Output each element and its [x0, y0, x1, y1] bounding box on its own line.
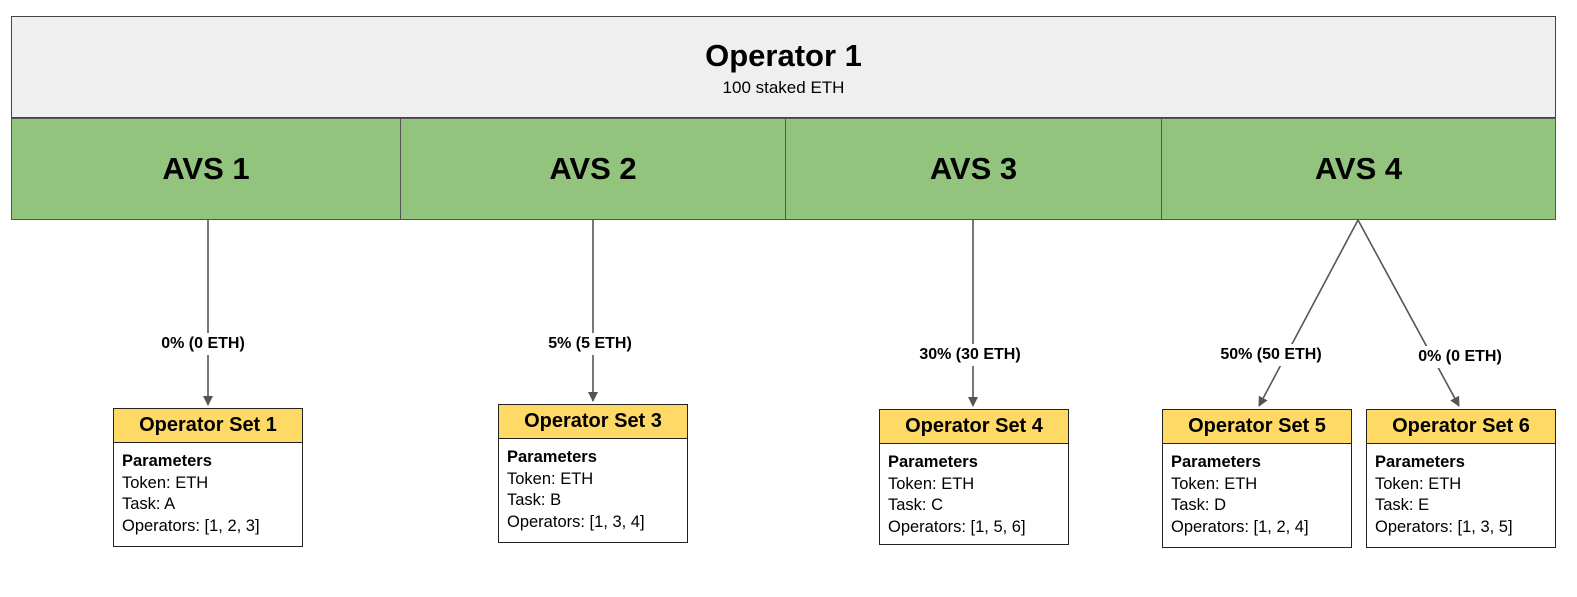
param-token: Token: ETH	[1375, 474, 1462, 493]
param-operators: Operators: [1, 3, 5]	[1375, 517, 1513, 536]
operator-set-3: Operator Set 3 Parameters Token: ETH Tas…	[498, 404, 688, 543]
allocation-label-opset6: 0% (0 ETH)	[1414, 346, 1506, 368]
param-operators: Operators: [1, 2, 4]	[1171, 517, 1309, 536]
param-operators: Operators: [1, 3, 4]	[507, 512, 645, 531]
operator-set-5: Operator Set 5 Parameters Token: ETH Tas…	[1162, 409, 1352, 548]
operator-set-title: Operator Set 3	[499, 405, 687, 439]
allocation-label-opset4: 30% (30 ETH)	[915, 344, 1025, 366]
avs-box-3: AVS 3	[785, 118, 1162, 220]
avs-label: AVS 3	[929, 151, 1018, 186]
operator-title: Operator 1	[705, 38, 862, 73]
operator-set-title: Operator Set 5	[1163, 410, 1351, 444]
avs-box-4: AVS 4	[1161, 118, 1556, 220]
avs-label: AVS 4	[1314, 151, 1403, 186]
parameters-heading: Parameters	[507, 448, 597, 466]
parameters-heading: Parameters	[1375, 453, 1465, 471]
param-token: Token: ETH	[507, 469, 594, 488]
avs-box-2: AVS 2	[400, 118, 786, 220]
operator-stake: 100 staked ETH	[722, 78, 845, 97]
param-task: Task: C	[888, 496, 944, 514]
param-task: Task: B	[507, 491, 562, 509]
operator-set-title: Operator Set 4	[880, 410, 1068, 444]
param-token: Token: ETH	[122, 473, 209, 492]
connector-avs4-opset6	[1357, 219, 1460, 407]
allocation-label-opset5: 50% (50 ETH)	[1216, 344, 1326, 366]
param-task: Task: D	[1171, 496, 1227, 514]
operator-box: Operator 1 100 staked ETH	[11, 16, 1556, 118]
operator-set-title: Operator Set 6	[1367, 410, 1555, 444]
operator-set-1: Operator Set 1 Parameters Token: ETH Tas…	[113, 408, 303, 547]
connector-avs4-opset5	[1258, 219, 1359, 407]
allocation-label-opset1: 0% (0 ETH)	[157, 333, 249, 355]
param-token: Token: ETH	[888, 474, 975, 493]
parameters-heading: Parameters	[888, 453, 978, 471]
operator-set-title: Operator Set 1	[114, 409, 302, 443]
avs-label: AVS 1	[162, 151, 250, 186]
param-task: Task: A	[122, 495, 176, 513]
operator-set-4: Operator Set 4 Parameters Token: ETH Tas…	[879, 409, 1069, 545]
param-token: Token: ETH	[1171, 474, 1258, 493]
allocation-label-opset3: 5% (5 ETH)	[544, 333, 636, 355]
param-operators: Operators: [1, 2, 3]	[122, 516, 260, 535]
parameters-heading: Parameters	[122, 452, 212, 470]
avs-label: AVS 2	[549, 151, 637, 186]
param-task: Task: E	[1375, 496, 1430, 514]
operator-set-6: Operator Set 6 Parameters Token: ETH Tas…	[1366, 409, 1556, 548]
param-operators: Operators: [1, 5, 6]	[888, 517, 1026, 536]
parameters-heading: Parameters	[1171, 453, 1261, 471]
